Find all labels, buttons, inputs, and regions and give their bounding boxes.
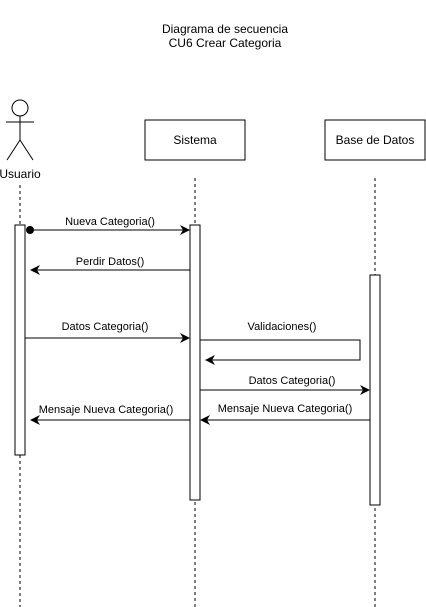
message-mensaje-usuario-label: Mensaje Nueva Categoria() <box>39 404 174 416</box>
message-datos-categoria-label: Datos Categoria() <box>62 321 149 333</box>
participant-base-datos-box <box>324 119 426 161</box>
actor-usuario-icon <box>6 99 34 161</box>
actor-usuario-label: Usuario <box>0 167 41 181</box>
message-validaciones-label: Validaciones() <box>248 321 317 333</box>
participant-base-datos-label: Base de Datos <box>336 133 415 147</box>
participant-sistema-box <box>144 119 246 161</box>
message-perdir-datos-label: Perdir Datos() <box>76 256 144 268</box>
message-mensaje-db-label: Mensaje Nueva Categoria() <box>218 403 353 415</box>
activation-usuario <box>14 224 26 456</box>
message-validaciones-arrow <box>200 339 361 365</box>
participant-sistema-label: Sistema <box>173 133 217 147</box>
message-datos-categoria-db-label: Datos Categoria() <box>249 375 336 387</box>
diagram-title-line1: Diagrama de secuencia <box>162 22 288 36</box>
message-nueva-categoria-label: Nueva Categoria() <box>65 216 155 228</box>
diagram-title-line2: CU6 Crear Categoria <box>169 36 282 50</box>
activation-sistema <box>189 224 201 501</box>
activation-base-datos <box>369 274 381 506</box>
